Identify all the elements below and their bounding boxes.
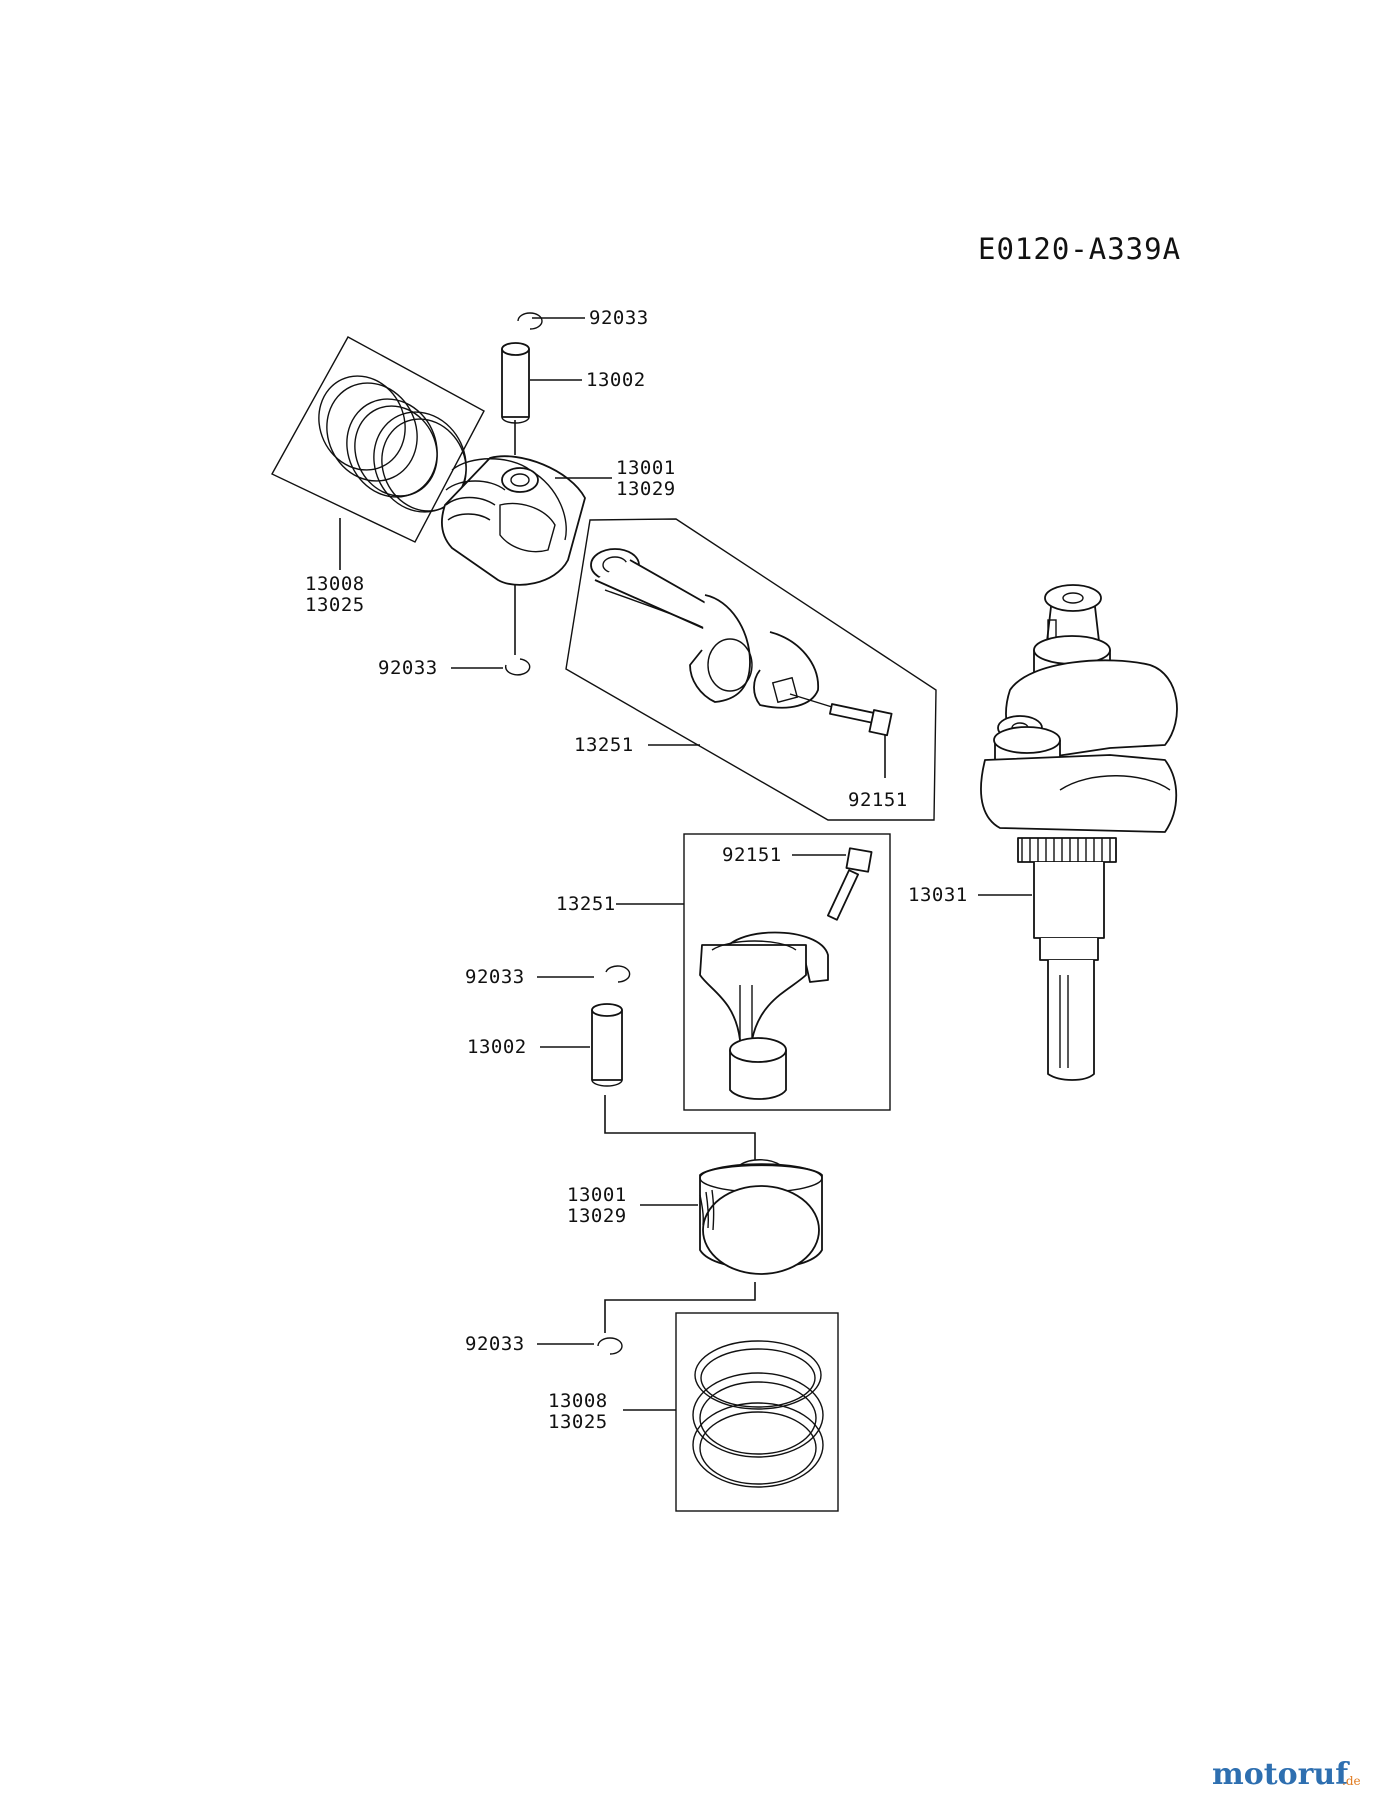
- label-top-snap-ring: 92033: [589, 307, 649, 329]
- watermark-logo: motoruf .de: [1212, 1757, 1361, 1792]
- top-bolt: [789, 693, 893, 737]
- label-top-piston-pin: 13002: [586, 369, 646, 391]
- diagram-code: E0120-A339A: [978, 232, 1181, 266]
- top-connecting-rod: [565, 518, 937, 821]
- label-bot-rings-b: 13025: [548, 1411, 608, 1433]
- label-top-rings-a: 13008: [305, 573, 365, 595]
- label-top-rings-b: 13025: [305, 594, 365, 616]
- label-bot-piston-a: 13001: [567, 1184, 627, 1206]
- label-bot-snap-ring-upper: 92033: [465, 966, 525, 988]
- top-piston-rings: [271, 336, 485, 543]
- label-top-conrod: 13251: [574, 734, 634, 756]
- bottom-connecting-rod: [683, 833, 891, 1111]
- bottom-piston: [699, 1159, 823, 1275]
- bottom-piston-rings: [675, 1312, 839, 1512]
- top-snap-ring: [517, 312, 543, 330]
- label-top-piston-a: 13001: [616, 457, 676, 479]
- crankshaft: [980, 584, 1178, 1081]
- bottom-snap-ring-lower: [597, 1337, 623, 1355]
- top-piston-pin: [501, 342, 530, 424]
- watermark-text: motoruf: [1212, 1757, 1350, 1792]
- label-mid-snap-ring: 92033: [378, 657, 438, 679]
- label-bot-conrod: 13251: [556, 893, 616, 915]
- label-top-bolt: 92151: [848, 789, 908, 811]
- top-piston: [440, 455, 586, 586]
- label-bot-piston-b: 13029: [567, 1205, 627, 1227]
- bottom-piston-pin: [591, 1003, 623, 1087]
- label-top-piston-b: 13029: [616, 478, 676, 500]
- label-bot-snap-ring-lower: 92033: [465, 1333, 525, 1355]
- label-bot-rings-a: 13008: [548, 1390, 608, 1412]
- label-bot-piston-pin: 13002: [467, 1036, 527, 1058]
- label-crankshaft: 13031: [908, 884, 968, 906]
- watermark-suffix: .de: [1342, 1774, 1361, 1788]
- bottom-snap-ring-upper: [605, 965, 631, 983]
- mid-snap-ring: [504, 658, 531, 676]
- label-bot-bolt: 92151: [722, 844, 782, 866]
